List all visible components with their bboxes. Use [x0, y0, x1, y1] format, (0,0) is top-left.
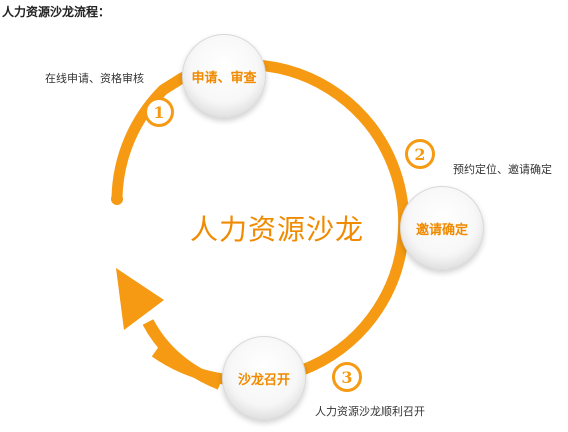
- step-node-salon-hold: 沙龙召开: [222, 336, 306, 420]
- step-node-label: 邀请确定: [415, 222, 468, 238]
- step-node-apply-review: 申请、审查: [182, 34, 266, 118]
- step-note-3: 人力资源沙龙顺利召开: [315, 405, 425, 418]
- step-note-2: 预约定位、邀请确定: [453, 163, 552, 176]
- step-badge-number: 1: [153, 102, 165, 122]
- step-node-invite-confirm: 邀请确定: [400, 186, 484, 270]
- step-badge-2: 2: [405, 139, 435, 169]
- page-heading: 人力资源沙龙流程：: [2, 5, 111, 19]
- step-node-label: 申请、审查: [191, 70, 257, 86]
- step-node-label: 沙龙召开: [237, 372, 290, 388]
- step-badge-number: 2: [414, 144, 426, 164]
- step-badge-1: 1: [144, 97, 174, 127]
- step-badge-3: 3: [332, 362, 362, 392]
- step-note-1: 在线申请、资格审核: [45, 72, 144, 85]
- center-title: 人力资源沙龙: [190, 213, 365, 246]
- step-badge-number: 3: [341, 367, 353, 387]
